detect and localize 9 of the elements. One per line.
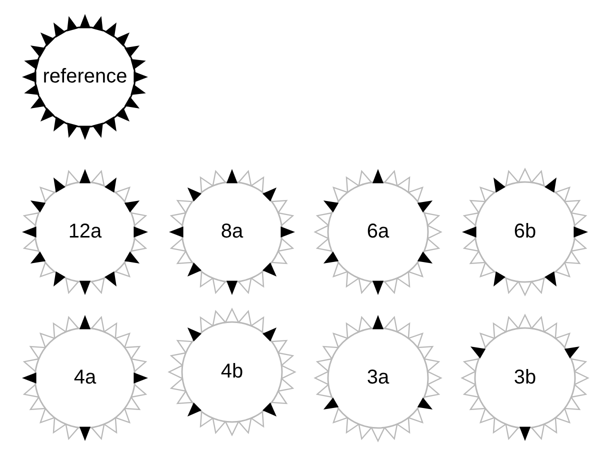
node-label: 4b — [220, 360, 244, 384]
node-label: 8a — [220, 220, 244, 244]
node-label: reference — [42, 66, 128, 88]
node-label: 3a — [366, 366, 390, 390]
node-label: 6b — [514, 220, 536, 244]
node-label: 12a — [68, 220, 102, 244]
node-label: 4a — [74, 366, 96, 390]
node-label: 3b — [514, 366, 536, 390]
node-label: 6a — [366, 220, 390, 244]
